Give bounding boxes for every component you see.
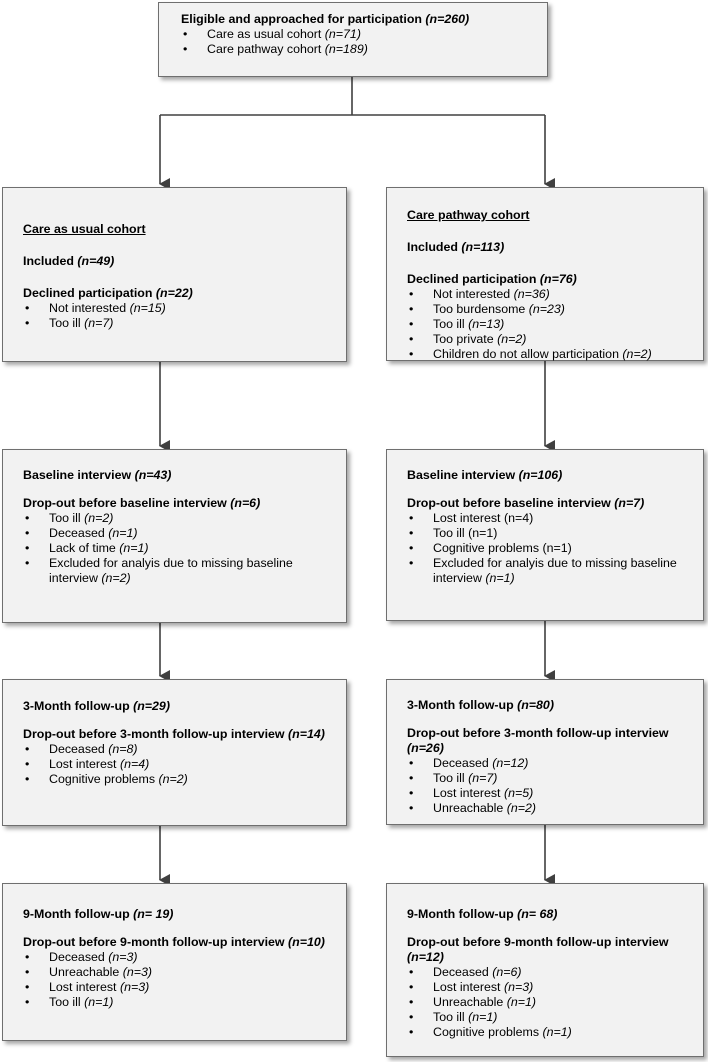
- left-9month-title: 9-Month follow-up (n= 19): [23, 907, 174, 921]
- left-9month-dropout: Drop-out before 9-month follow-up interv…: [23, 935, 325, 949]
- list-item: Not interested (n=36): [407, 287, 697, 302]
- list-item: Lost interest (n=5): [407, 786, 693, 801]
- list-item: Children do not allow participation (n=2…: [407, 347, 697, 362]
- list-item: Cognitive problems (n=2): [23, 772, 336, 787]
- left-3month-dropout: Drop-out before 3-month follow-up interv…: [23, 727, 325, 741]
- right-included: Included (n=113): [407, 240, 505, 254]
- list-item: Cognitive problems (n=1): [407, 541, 693, 556]
- right-declined: Declined participation (n=76): [407, 272, 577, 286]
- right-3month-title: 3-Month follow-up (n=80): [407, 698, 554, 712]
- right-cohort-title: Care pathway cohort: [407, 208, 530, 222]
- list-item: Deceased (n=12): [407, 756, 693, 771]
- list-item: Lost interest (n=3): [407, 980, 697, 995]
- list-item: Too ill (n=13): [407, 317, 697, 332]
- list-item: Lost interest (n=3): [23, 980, 336, 995]
- list-item: Too ill (n=7): [23, 316, 338, 331]
- list-item: Too burdensome (n=23): [407, 302, 697, 317]
- left-baseline-dropout: Drop-out before baseline interview (n=6): [23, 496, 261, 510]
- right-9month-box: 9-Month follow-up (n= 68) Drop-out befor…: [386, 883, 704, 1057]
- left-baseline-title: Baseline interview (n=43): [23, 468, 172, 482]
- left-declined: Declined participation (n=22): [23, 286, 193, 300]
- list-item: Too ill (n=1): [407, 526, 693, 541]
- right-3month-box: 3-Month follow-up (n=80) Drop-out before…: [386, 679, 704, 825]
- list-item: Excluded for analyis due to missing base…: [407, 556, 693, 586]
- left-9month-box: 9-Month follow-up (n= 19) Drop-out befor…: [2, 883, 347, 1041]
- right-cohort-box: Care pathway cohort Included (n=113) Dec…: [386, 187, 704, 362]
- right-baseline-dropout: Drop-out before baseline interview (n=7): [407, 496, 645, 510]
- eligible-box: Eligible and approached for participatio…: [158, 2, 548, 77]
- list-item: Unreachable (n=1): [407, 995, 697, 1010]
- list-item: Lack of time (n=1): [23, 541, 332, 556]
- list-item: Too private (n=2): [407, 332, 697, 347]
- left-3month-title: 3-Month follow-up (n=29): [23, 699, 170, 713]
- right-baseline-title: Baseline interview (n=106): [407, 468, 563, 482]
- list-item: Cognitive problems (n=1): [407, 1025, 697, 1040]
- list-item: Unreachable (n=2): [407, 801, 693, 816]
- list-item: Lost interest (n=4): [23, 757, 336, 772]
- list-item: Excluded for analyis due to missing base…: [23, 556, 332, 586]
- eligible-title: Eligible and approached for participatio…: [181, 12, 470, 26]
- left-3month-box: 3-Month follow-up (n=29) Drop-out before…: [2, 679, 347, 826]
- list-item: Deceased (n=8): [23, 742, 336, 757]
- list-item: Unreachable (n=3): [23, 965, 336, 980]
- list-item: Not interested (n=15): [23, 301, 338, 316]
- right-9month-title: 9-Month follow-up (n= 68): [407, 907, 558, 921]
- right-3month-dropout: Drop-out before 3-month follow-up interv…: [407, 726, 669, 755]
- list-item: Lost interest (n=4): [407, 511, 693, 526]
- list-item: Too ill (n=7): [407, 771, 693, 786]
- list-item: Deceased (n=6): [407, 965, 697, 980]
- left-cohort-title: Care as usual cohort: [23, 222, 146, 236]
- left-included: Included (n=49): [23, 254, 115, 268]
- list-item: Care pathway cohort (n=189): [181, 42, 547, 57]
- list-item: Too ill (n=2): [23, 511, 332, 526]
- list-item: Care as usual cohort (n=71): [181, 27, 547, 42]
- list-item: Deceased (n=3): [23, 950, 336, 965]
- list-item: Deceased (n=1): [23, 526, 332, 541]
- right-9month-dropout: Drop-out before 9-month follow-up interv…: [407, 935, 669, 964]
- right-baseline-box: Baseline interview (n=106) Drop-out befo…: [386, 449, 704, 621]
- list-item: Too ill (n=1): [407, 1010, 697, 1025]
- left-baseline-box: Baseline interview (n=43) Drop-out befor…: [2, 449, 347, 623]
- left-cohort-box: Care as usual cohort Included (n=49) Dec…: [2, 187, 347, 362]
- list-item: Too ill (n=1): [23, 995, 336, 1010]
